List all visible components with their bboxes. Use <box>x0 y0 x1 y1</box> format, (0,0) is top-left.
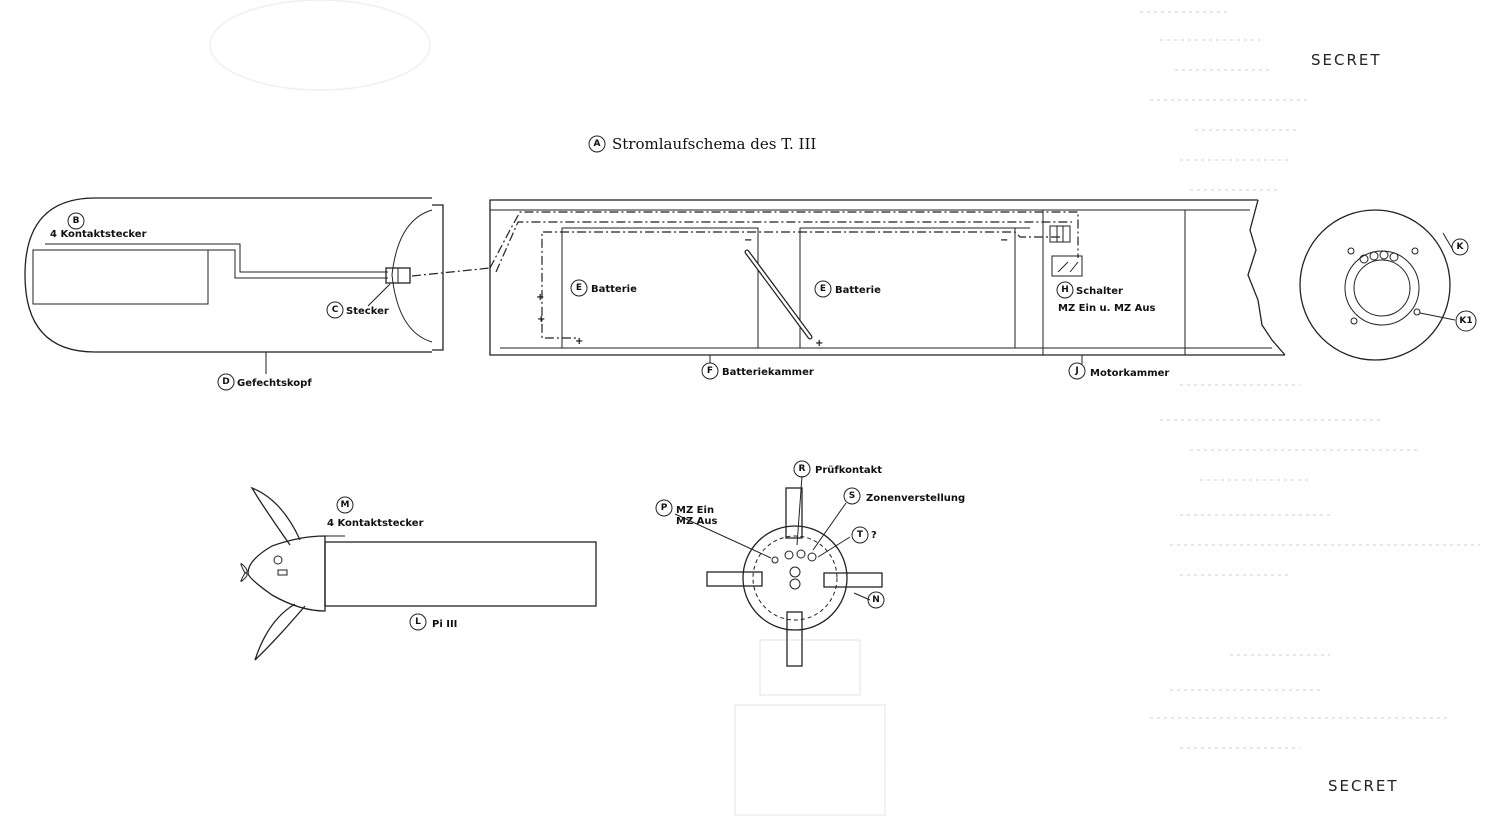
label-m-text: 4 Kontaktstecker <box>327 518 424 529</box>
label-h: H Schalter MZ Ein u. MZ Aus <box>1056 281 1155 314</box>
label-b-text: 4 Kontaktstecker <box>50 229 147 240</box>
svg-text:N: N <box>872 595 880 605</box>
svg-text:F: F <box>707 366 713 376</box>
svg-text:+: + <box>815 338 823 349</box>
svg-text:D: D <box>222 377 229 387</box>
label-e2-text: Batterie <box>835 285 881 296</box>
label-k: K <box>1451 238 1469 256</box>
label-t-text: ? <box>871 530 877 541</box>
svg-text:C: C <box>332 305 339 315</box>
connector-face-drawing <box>674 475 883 667</box>
svg-text:K1: K1 <box>1459 316 1472 326</box>
svg-text:S: S <box>849 491 855 501</box>
svg-text:E: E <box>576 283 582 293</box>
label-s-text: Zonenverstellung <box>866 493 965 504</box>
svg-text:P: P <box>661 503 668 513</box>
label-b: B 4 Kontaktstecker <box>50 212 147 240</box>
label-l: L Pi III <box>409 613 457 631</box>
label-d-text: Gefechtskopf <box>237 378 312 389</box>
svg-text:R: R <box>799 464 806 474</box>
end-view-drawing <box>1299 209 1456 361</box>
svg-text:+: + <box>537 314 545 325</box>
label-d: D Gefechtskopf <box>217 373 312 391</box>
bleed-through-text <box>1140 11 1480 749</box>
label-h-subtext: MZ Ein u. MZ Aus <box>1058 303 1155 314</box>
warhead-drawing <box>24 197 491 374</box>
svg-text:L: L <box>415 617 421 627</box>
label-m: M 4 Kontaktstecker <box>327 496 424 529</box>
ghost-bleed-through <box>209 0 886 816</box>
secret-stamp-top: SECRET <box>1311 51 1382 69</box>
svg-text:M: M <box>341 500 350 510</box>
svg-text:−: − <box>1000 235 1008 246</box>
label-p-text: MZ Ein <box>676 505 714 516</box>
svg-text:+: + <box>536 292 544 303</box>
diagram-title: A Stromlaufschema des T. III <box>588 135 816 153</box>
svg-text:J: J <box>1074 366 1078 376</box>
label-p-subtext: MZ Aus <box>676 516 718 527</box>
label-e-1: E Batterie <box>570 279 637 297</box>
svg-text:B: B <box>73 216 80 226</box>
label-j-text: Motorkammer <box>1090 368 1169 379</box>
svg-text:+: + <box>575 336 583 347</box>
label-l-text: Pi III <box>432 619 457 630</box>
title-marker: A <box>594 139 601 149</box>
label-s: S Zonenverstellung <box>843 487 965 505</box>
svg-text:K: K <box>1457 242 1465 252</box>
label-f: F Batteriekammer <box>701 362 814 380</box>
title-text: Stromlaufschema des T. III <box>612 135 816 153</box>
label-f-text: Batteriekammer <box>722 367 814 378</box>
label-p: P MZ Ein MZ Aus <box>655 499 718 527</box>
label-e-2: E Batterie <box>814 280 881 298</box>
secret-stamp-bottom: SECRET <box>1328 777 1399 795</box>
svg-text:H: H <box>1061 285 1069 295</box>
label-c: C Stecker <box>326 283 391 319</box>
label-t: T ? <box>851 526 877 544</box>
pistol-drawing <box>240 486 597 661</box>
label-h-text: Schalter <box>1076 286 1123 297</box>
svg-text:T: T <box>857 530 864 540</box>
label-r-text: Prüfkontakt <box>815 465 882 476</box>
label-n: N <box>867 591 885 609</box>
label-e1-text: Batterie <box>591 284 637 295</box>
battery-chamber-drawing: + + + + − − <box>489 199 1286 364</box>
label-k1: K1 <box>1455 310 1477 332</box>
label-j: J Motorkammer <box>1068 362 1169 380</box>
svg-text:E: E <box>820 284 826 294</box>
label-c-text: Stecker <box>346 306 389 317</box>
svg-text:−: − <box>744 235 752 246</box>
label-r: R Prüfkontakt <box>793 460 882 478</box>
